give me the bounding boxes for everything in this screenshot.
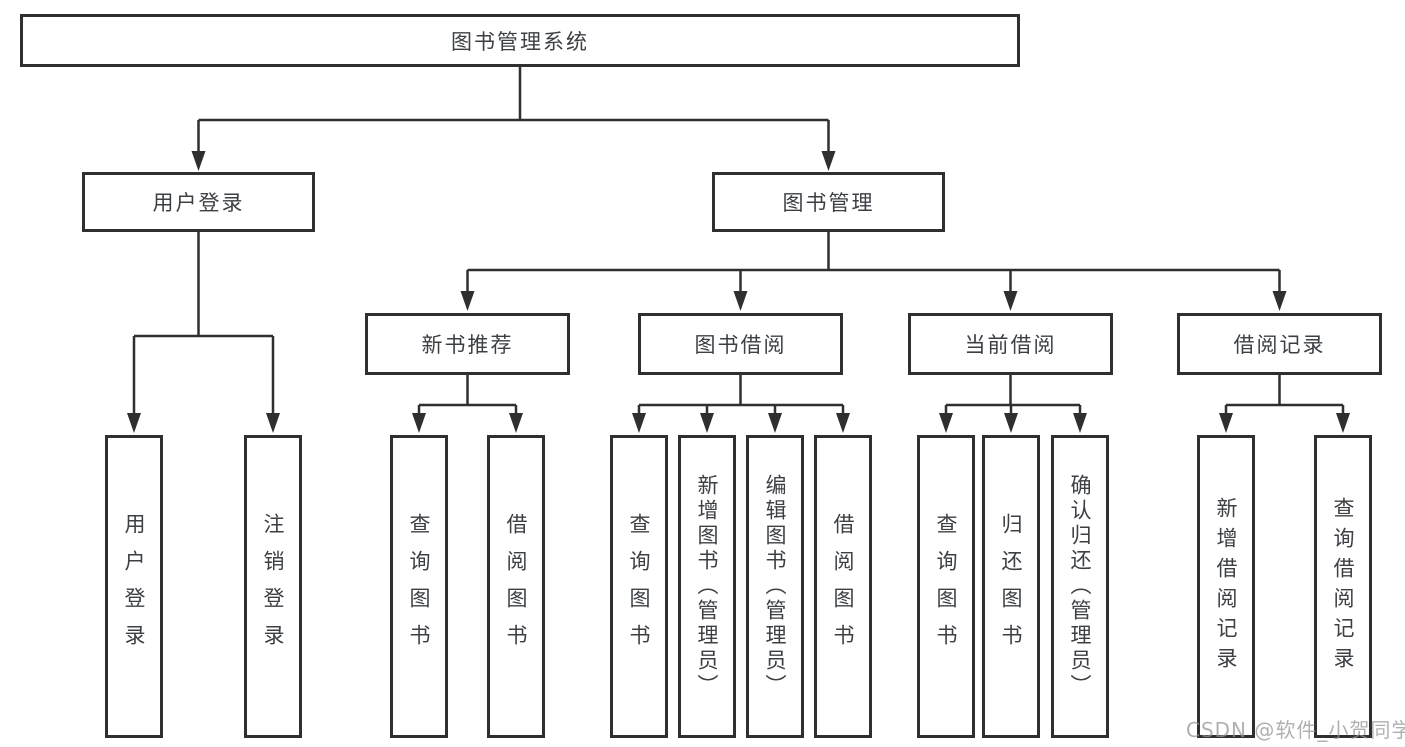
leaf-return-books: 归还图书 — [982, 435, 1040, 738]
arrowhead — [700, 413, 714, 433]
leaf-edit-book-admin: 编辑图书（管理员） — [746, 435, 804, 738]
node-library-system: 图书管理系统 — [20, 14, 1020, 67]
arrowhead — [632, 413, 646, 433]
arrowhead — [1219, 413, 1233, 433]
node-new-book-recommend: 新书推荐 — [365, 313, 570, 375]
node-current-borrow: 当前借阅 — [908, 313, 1113, 375]
leaf-query-borrow-record: 查询借阅记录 — [1314, 435, 1372, 738]
connector-new-book-recommend — [417, 375, 518, 417]
arrowhead — [821, 151, 836, 171]
arrowhead — [733, 291, 748, 311]
arrowhead — [1336, 413, 1350, 433]
connector-root — [197, 67, 830, 155]
arrowhead — [127, 413, 141, 433]
arrowhead — [1004, 413, 1018, 433]
arrowhead — [266, 413, 280, 433]
leaf-query-books-recommend: 查询图书 — [390, 435, 448, 738]
leaf-borrow-books-recommend: 借阅图书 — [487, 435, 545, 738]
leaf-query-books-current: 查询图书 — [917, 435, 975, 738]
node-user-login: 用户登录 — [82, 172, 315, 232]
csdn-watermark: CSDN @软件_小贺同学 — [1186, 718, 1405, 742]
arrowhead — [509, 413, 523, 433]
arrowhead — [768, 413, 782, 433]
arrowhead — [939, 413, 953, 433]
leaf-add-book-admin: 新增图书（管理员） — [678, 435, 736, 738]
arrowhead — [460, 291, 475, 311]
connector-book-management — [466, 232, 1281, 295]
arrowhead — [412, 413, 426, 433]
leaf-query-books-borrow: 查询图书 — [610, 435, 668, 738]
connector-borrow-record — [1224, 375, 1345, 417]
node-book-borrow: 图书借阅 — [638, 313, 843, 375]
leaf-logout: 注销登录 — [244, 435, 302, 738]
node-borrow-record: 借阅记录 — [1177, 313, 1382, 375]
leaf-borrow-books: 借阅图书 — [814, 435, 872, 738]
leaf-confirm-return-admin: 确认归还（管理员） — [1051, 435, 1109, 738]
node-book-management: 图书管理 — [712, 172, 945, 232]
arrowhead — [836, 413, 850, 433]
arrowhead — [1073, 413, 1087, 433]
connector-book-borrow — [637, 375, 845, 417]
connector-current-borrow — [944, 375, 1082, 417]
leaf-add-borrow-record: 新增借阅记录 — [1197, 435, 1255, 738]
arrowhead — [1272, 291, 1287, 311]
arrowhead — [1003, 291, 1018, 311]
leaf-user-login: 用户登录 — [105, 435, 163, 738]
connector-user-login — [132, 232, 275, 417]
arrowhead — [191, 151, 206, 171]
